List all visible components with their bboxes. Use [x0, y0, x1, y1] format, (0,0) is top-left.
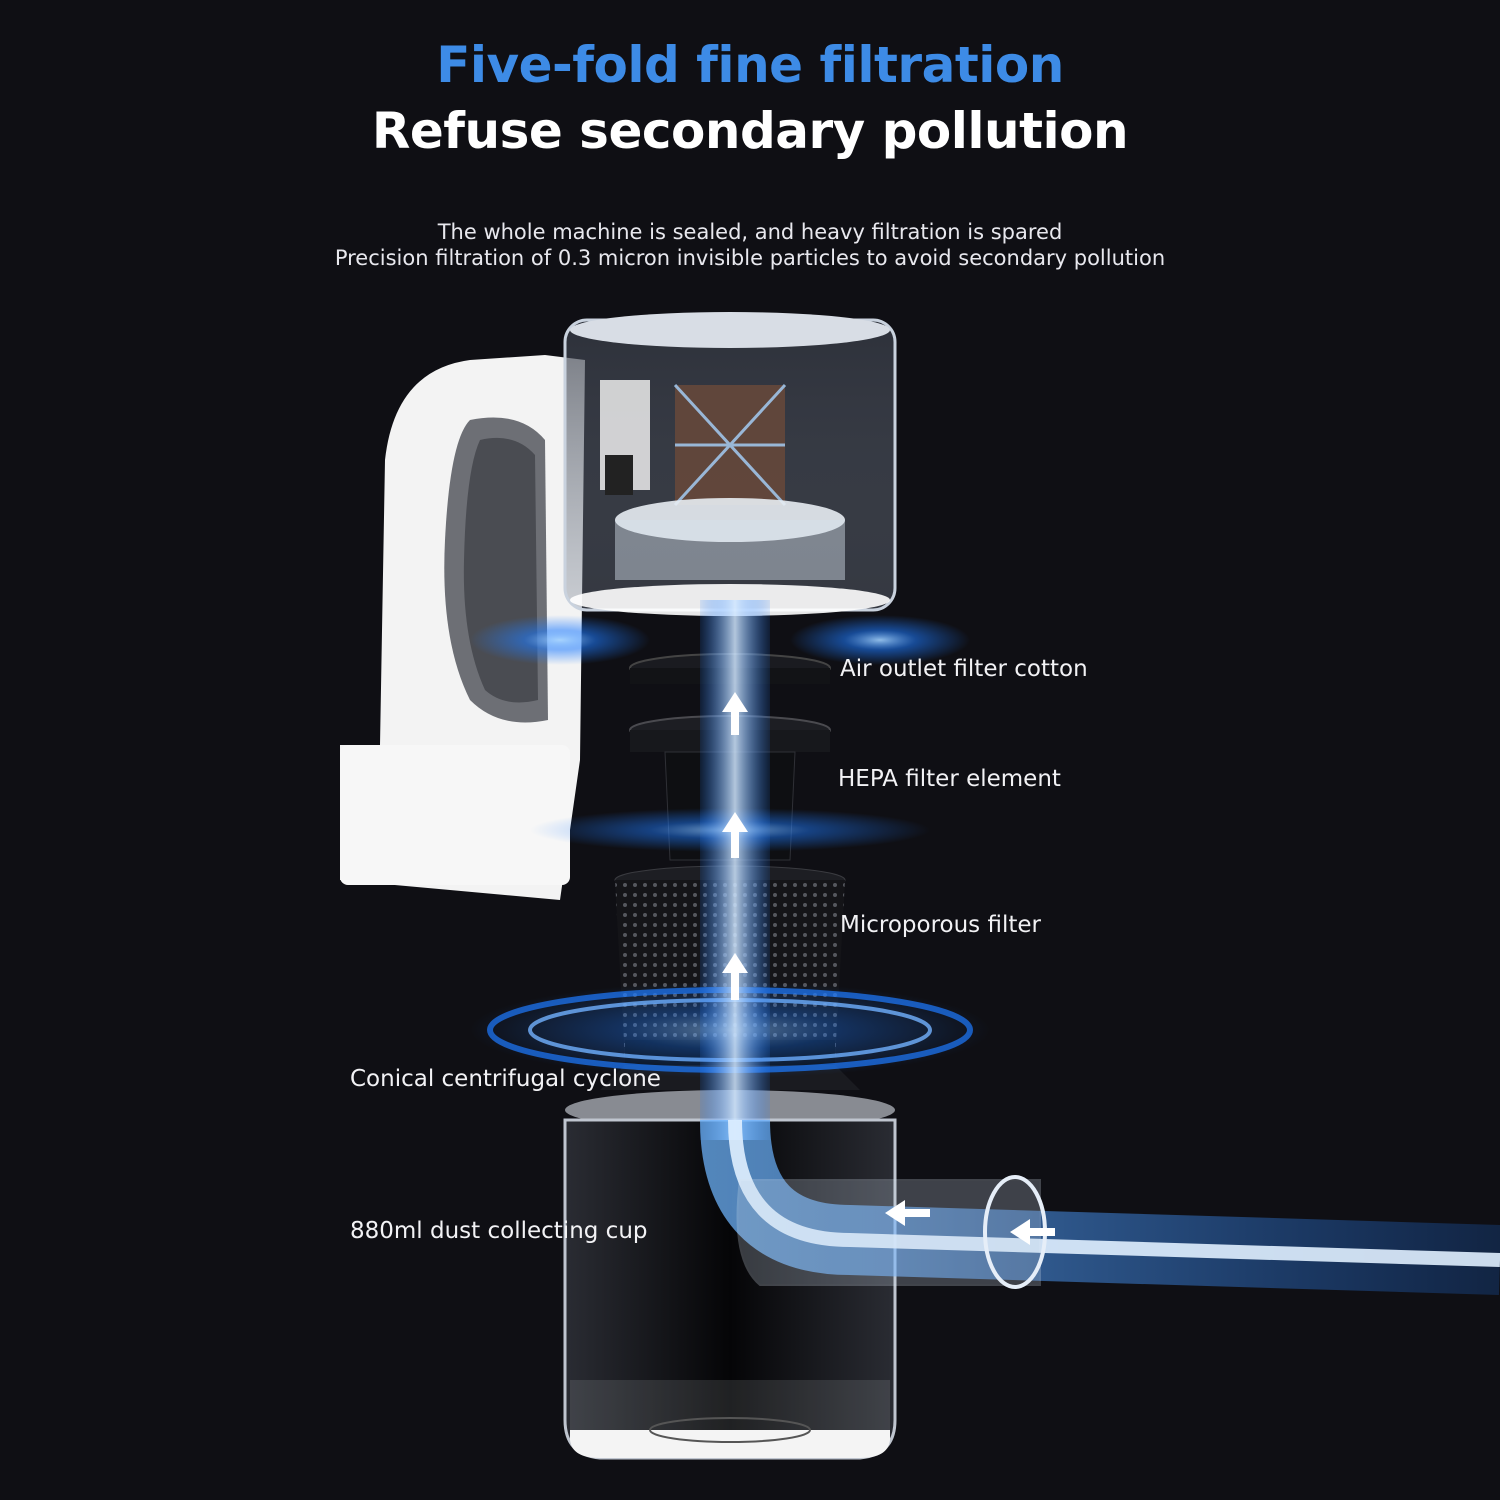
description-line-1: The whole machine is sealed, and heavy f…	[437, 220, 1063, 244]
label-microporous-filter: Microporous filter	[840, 912, 1041, 938]
motor-housing	[563, 312, 897, 616]
page-subtitle: Refuse secondary pollution	[371, 102, 1129, 160]
airflow-beam	[700, 600, 1500, 1295]
inlet-nozzle	[736, 1175, 1047, 1289]
label-cyclone: Conical centrifugal cyclone	[350, 1066, 661, 1092]
label-dust-cup: 880ml dust collecting cup	[350, 1218, 648, 1244]
airflow-arrows	[722, 692, 1055, 1245]
label-hepa-filter: HEPA filter element	[838, 766, 1061, 792]
description-line-2: Precision filtration of 0.3 micron invis…	[334, 246, 1166, 270]
page-title: Five-fold fine filtration	[436, 36, 1064, 94]
label-air-outlet-filter: Air outlet filter cotton	[840, 656, 1088, 682]
